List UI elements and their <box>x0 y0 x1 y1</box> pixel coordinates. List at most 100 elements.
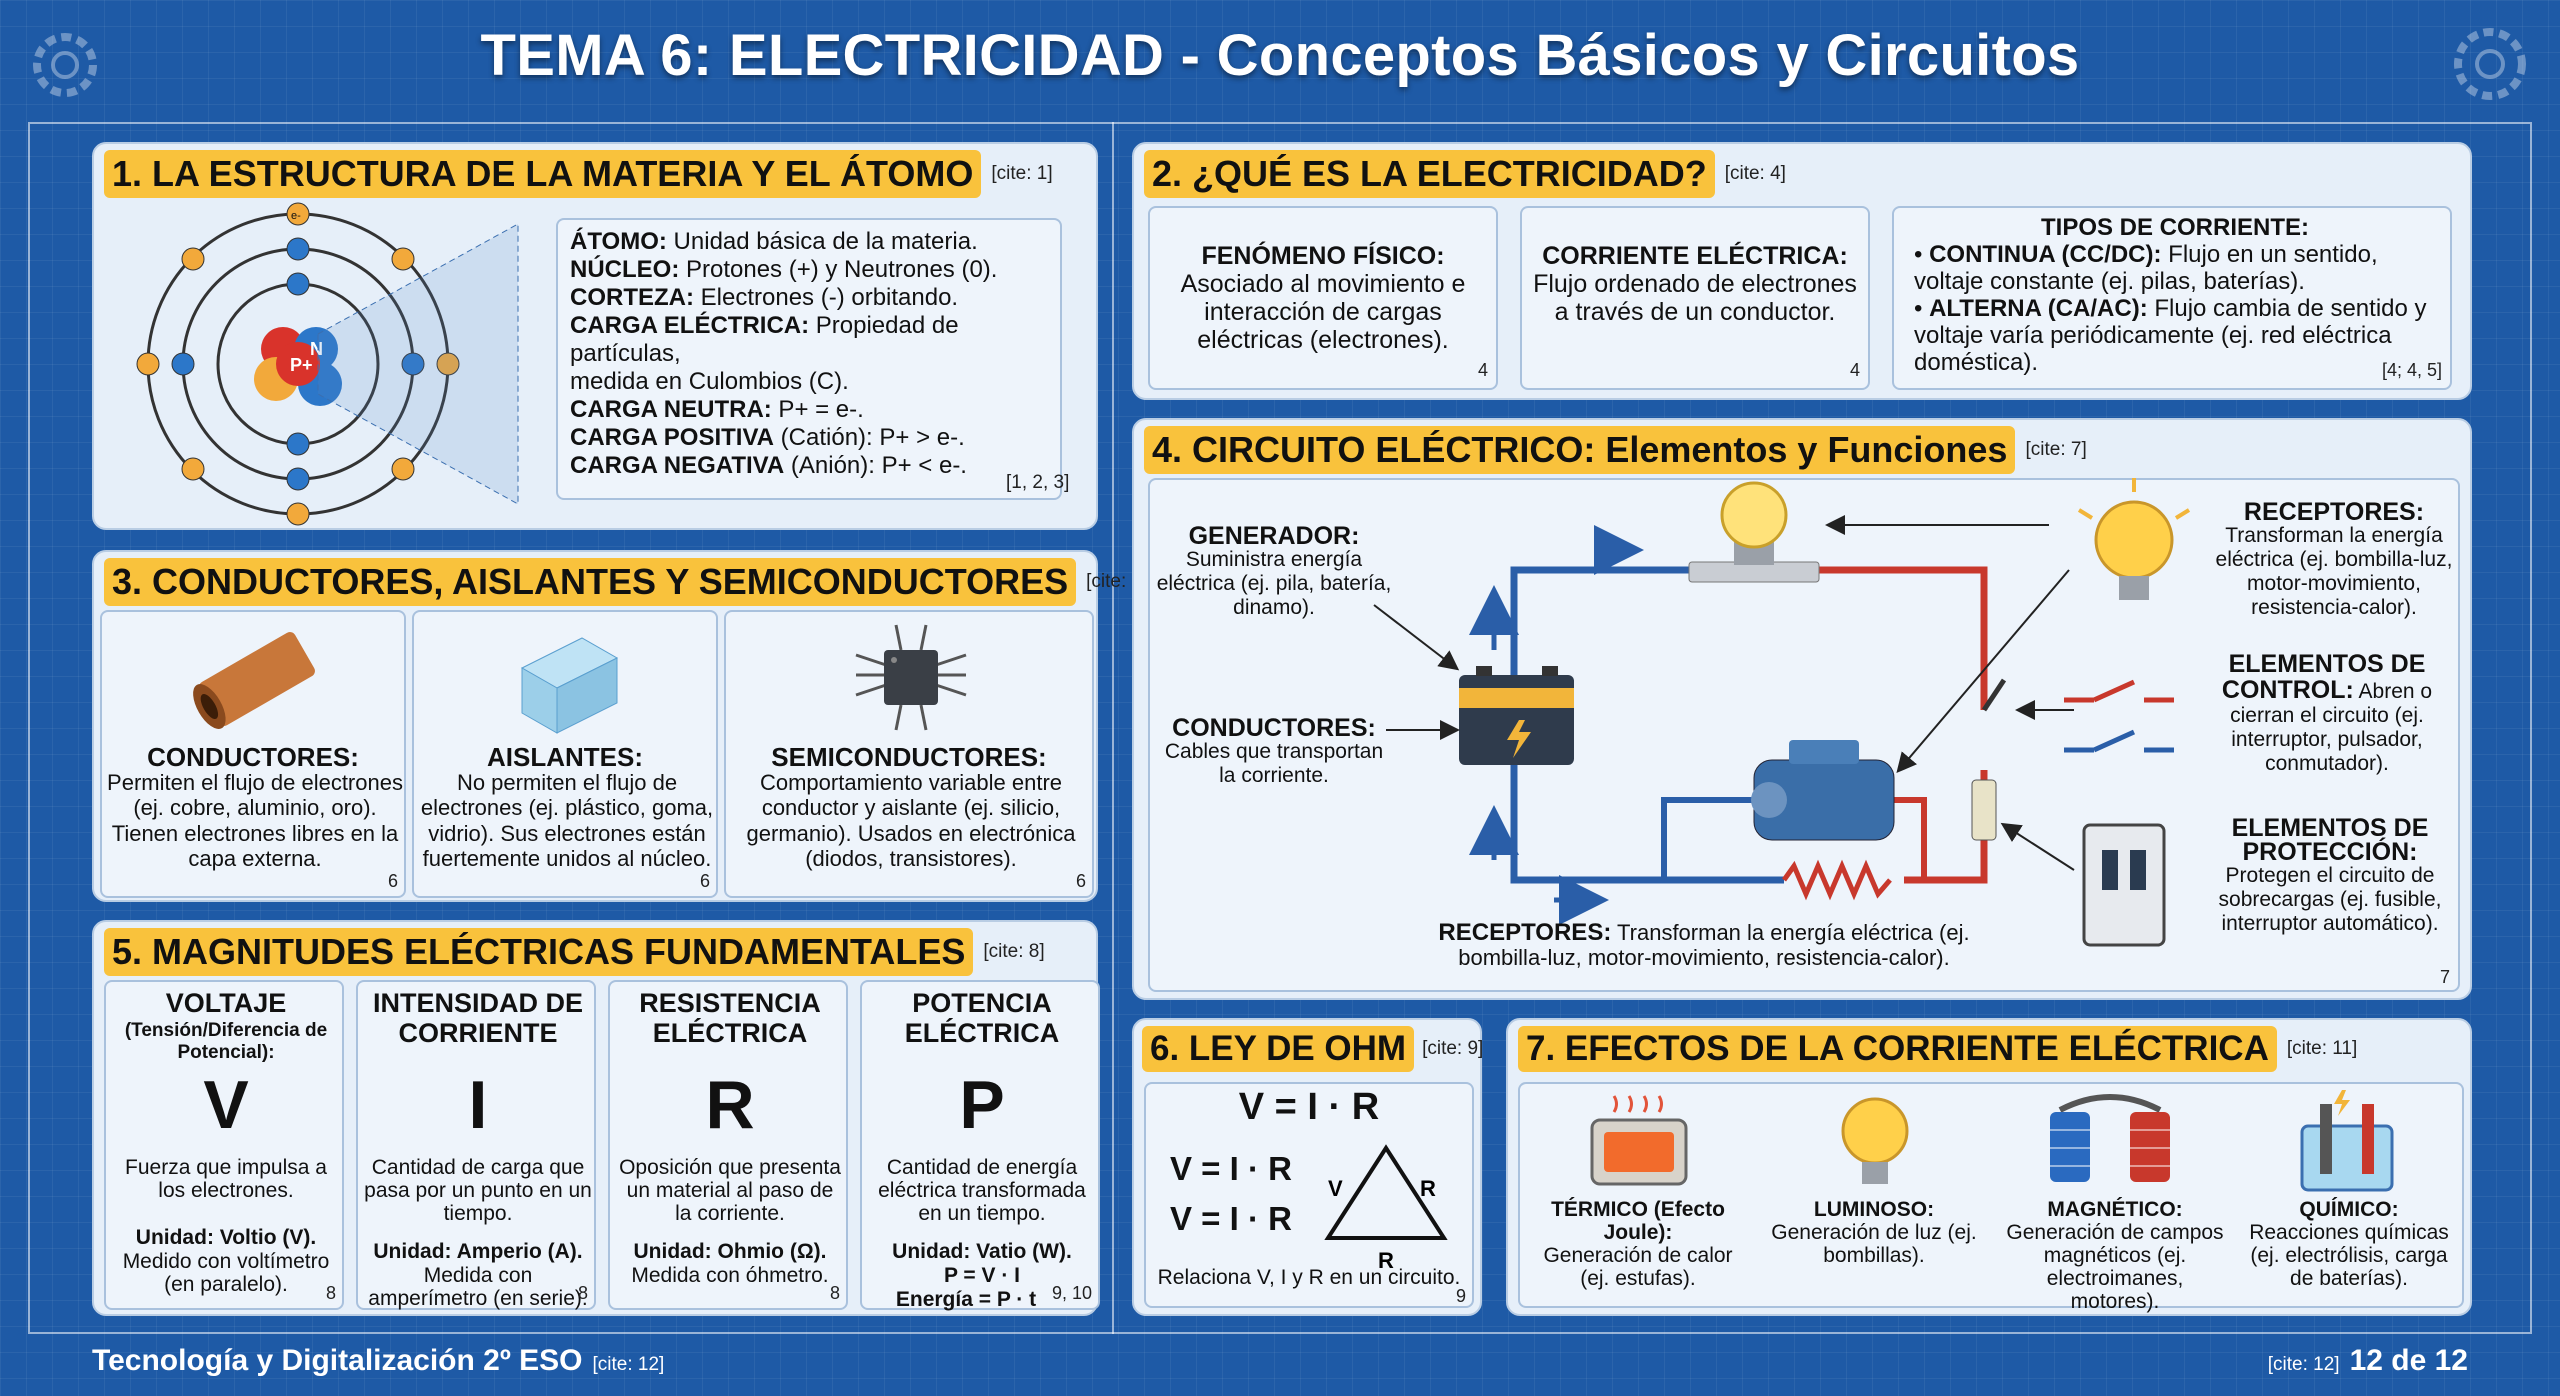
item-ref: 6 <box>699 871 710 891</box>
magnitude-measure: P = V · I <box>943 1264 1021 1287</box>
definition-text: Unidad básica de la materia. <box>666 228 978 255</box>
box-title: TIPOS DE CORRIENTE: <box>2040 214 2310 241</box>
proton-label: P+ <box>290 355 313 375</box>
magnitude-symbol: P <box>959 1067 1005 1143</box>
gear-icon <box>33 33 97 97</box>
effect-text: Generación de campos magnéticos (ej. ele… <box>2006 1221 2224 1313</box>
cite: [cite: 9] <box>1422 1038 1484 1059</box>
footer-right: [cite: 12] 12 de 12 <box>2268 1344 2468 1378</box>
ac-label: ALTERNA (CA/AC): <box>1929 295 2148 322</box>
section-title: 1. LA ESTRUCTURA DE LA MATERIA Y EL ÁTOM… <box>104 150 982 198</box>
magnitude-ref: 8 <box>325 1283 336 1303</box>
electron-label: e- <box>291 210 301 222</box>
ac-text: Flujo cambia de sentido y voltaje varía … <box>1914 295 2427 376</box>
conductors-box: CONDUCTORES: Permiten el flujo de electr… <box>100 610 406 898</box>
definition-line: NÚCLEO: Protones (+) y Neutrones (0). <box>570 256 1048 284</box>
magnitude-measure: Medido con voltímetro (en paralelo). <box>122 1250 330 1296</box>
definition-text: (Catión): P+ > e-. <box>774 424 965 451</box>
svg-text:R: R <box>1378 1248 1394 1273</box>
magnitude-ref: 8 <box>577 1283 588 1303</box>
section-atom: 1. LA ESTRUCTURA DE LA MATERIA Y EL ÁTOM… <box>92 142 1098 530</box>
section-title: 5. MAGNITUDES ELÉCTRICAS FUNDAMENTALES <box>104 928 974 976</box>
outer-frame <box>28 122 2532 1334</box>
label-title: CONDUCTORES: <box>1172 714 1376 742</box>
label-title: RECEPTORES: <box>2243 498 2425 526</box>
receptors-label: RECEPTORES: Transforman la energía eléct… <box>2204 500 2464 620</box>
definition-term: NÚCLEO: <box>570 256 680 283</box>
electrolysis-icon <box>2300 1090 2394 1192</box>
magnitude-text: Cantidad de carga que pasa por un punto … <box>364 1156 592 1225</box>
cite: [cite: 11] <box>2286 1038 2358 1059</box>
definition-line: CORTEZA: Electrones (-) orbitando. <box>570 284 1048 312</box>
svg-text:V: V <box>1328 1176 1343 1201</box>
insulators-box: AISLANTES: No permiten el flujo de elect… <box>412 610 718 898</box>
definition-line: medida en Culombios (C). <box>570 368 1048 396</box>
magnitude-unit: Unidad: Amperio (A). <box>373 1240 583 1263</box>
effect-text: Generación de calor (ej. estufas). <box>1543 1244 1733 1290</box>
magnitude-unit: Unidad: Ohmio (Ω). <box>633 1240 827 1263</box>
electric-current-box: CORRIENTE ELÉCTRICA: Flujo ordenado de e… <box>1520 206 1870 390</box>
section-materials: 3. CONDUCTORES, AISLANTES Y SEMICONDUCTO… <box>92 550 1147 902</box>
definition-term: CARGA NEGATIVA <box>570 452 785 479</box>
item-ref: 6 <box>387 871 398 891</box>
magnitude-symbol: V <box>203 1067 249 1143</box>
control-label: ELEMENTOS DE CONTROL: Abren o cierran el… <box>2194 652 2460 776</box>
magnitude-text: Fuerza que impulsa a los electrones. <box>125 1156 327 1202</box>
svg-text:R: R <box>1420 1176 1436 1201</box>
effect-title: QUÍMICO: <box>2299 1198 2399 1221</box>
definition-text: (Anión): P+ < e-. <box>784 452 967 479</box>
label-title: RECEPTORES: <box>1438 919 1612 946</box>
definition-text: Electrones (-) orbitando. <box>693 284 959 311</box>
heater-icon <box>1590 1095 1688 1186</box>
definition-line: ÁTOMO: Unidad básica de la materia. <box>570 228 1048 256</box>
box-title: CORRIENTE ELÉCTRICA: <box>1542 242 1848 270</box>
receptors-bottom-label: RECEPTORES: Transforman la energía eléct… <box>1424 920 1984 970</box>
atom-ref: [1, 2, 3] <box>1006 472 1070 493</box>
definition-text: medida en Culombios (C). <box>570 368 849 395</box>
current-types-box: TIPOS DE CORRIENTE: • CONTINUA (CC/DC): … <box>1892 206 2452 390</box>
label-text: Suministra energía eléctrica (ej. pila, … <box>1156 548 1392 619</box>
item-ref: 6 <box>1075 871 1086 891</box>
dc-label: CONTINUA (CC/DC): <box>1929 241 2162 268</box>
section-title: 7. EFECTOS DE LA CORRIENTE ELÉCTRICA <box>1518 1026 2277 1072</box>
label-title: ELEMENTOS DE CONTROL: <box>2221 650 2426 704</box>
definition-term: CARGA NEUTRA: <box>570 396 772 423</box>
magnitude-unit: Unidad: Voltio (V). <box>135 1226 317 1249</box>
section-ohm: 6. LEY DE OHM [cite: 9] V = I · R V = I … <box>1132 1018 1484 1316</box>
box-text: Asociado al movimiento e interacción de … <box>1180 270 1466 354</box>
label-text: Cables que transportan la corriente. <box>1164 740 1384 787</box>
magnitude-text: Oposición que presenta un material al pa… <box>619 1156 841 1225</box>
footer-left: Tecnología y Digitalización 2º ESO [cite… <box>92 1344 664 1378</box>
label-text: Transforman la energía eléctrica (ej. bo… <box>2215 524 2453 619</box>
effect-title: LUMINOSO: <box>1813 1198 1935 1221</box>
definition-term: CARGA ELÉCTRICA: <box>570 312 810 339</box>
neutron-label: N <box>310 339 323 359</box>
page-title: TEMA 6: ELECTRICIDAD - Conceptos Básicos… <box>480 23 2080 88</box>
magnitude-box: VOLTAJE(Tensión/Diferencia de Potencial)… <box>104 980 344 1310</box>
magnitude-unit: Unidad: Vatio (W). <box>892 1240 1072 1263</box>
section-title: 4. CIRCUITO ELÉCTRICO: Elementos y Funci… <box>1144 426 2016 474</box>
item-text: Permiten el flujo de electrones (ej. cob… <box>107 770 403 871</box>
copper-tube-icon <box>193 632 315 729</box>
magnitude-symbol: R <box>705 1067 755 1143</box>
cite: [cite: 12] <box>592 1354 665 1375</box>
ohm-text: Relaciona V, I y R en un circuito. <box>1157 1266 1461 1289</box>
magnitude-energy: Energía = P · t <box>895 1288 1037 1311</box>
generator-label: GENERADOR: Suministra energía eléctrica … <box>1154 524 1394 620</box>
ohm-formula-1: V = I · R <box>1170 1150 1292 1187</box>
label-text: Transforman la energía eléctrica (ej. bo… <box>1458 920 1970 970</box>
label-text: Abren o cierran el circuito (ej. interru… <box>2230 680 2433 775</box>
item-text: Comportamiento variable entre conductor … <box>746 770 1076 871</box>
box-text: Flujo ordenado de electrones a través de… <box>1533 270 1857 326</box>
gear-icon <box>2454 28 2526 100</box>
course-name: Tecnología y Digitalización 2º ESO <box>92 1344 583 1377</box>
item-title: AISLANTES: <box>487 742 643 772</box>
definition-text: Propiedad de partículas, <box>570 312 959 367</box>
effect-text: Generación de luz (ej. bombillas). <box>1771 1221 1977 1267</box>
cite: [cite: 12] <box>2267 1354 2340 1375</box>
ohm-triangle: V R R <box>1324 1144 1448 1273</box>
definition-term: ÁTOMO: <box>570 228 667 255</box>
cite: [cite: 8] <box>983 941 1045 962</box>
